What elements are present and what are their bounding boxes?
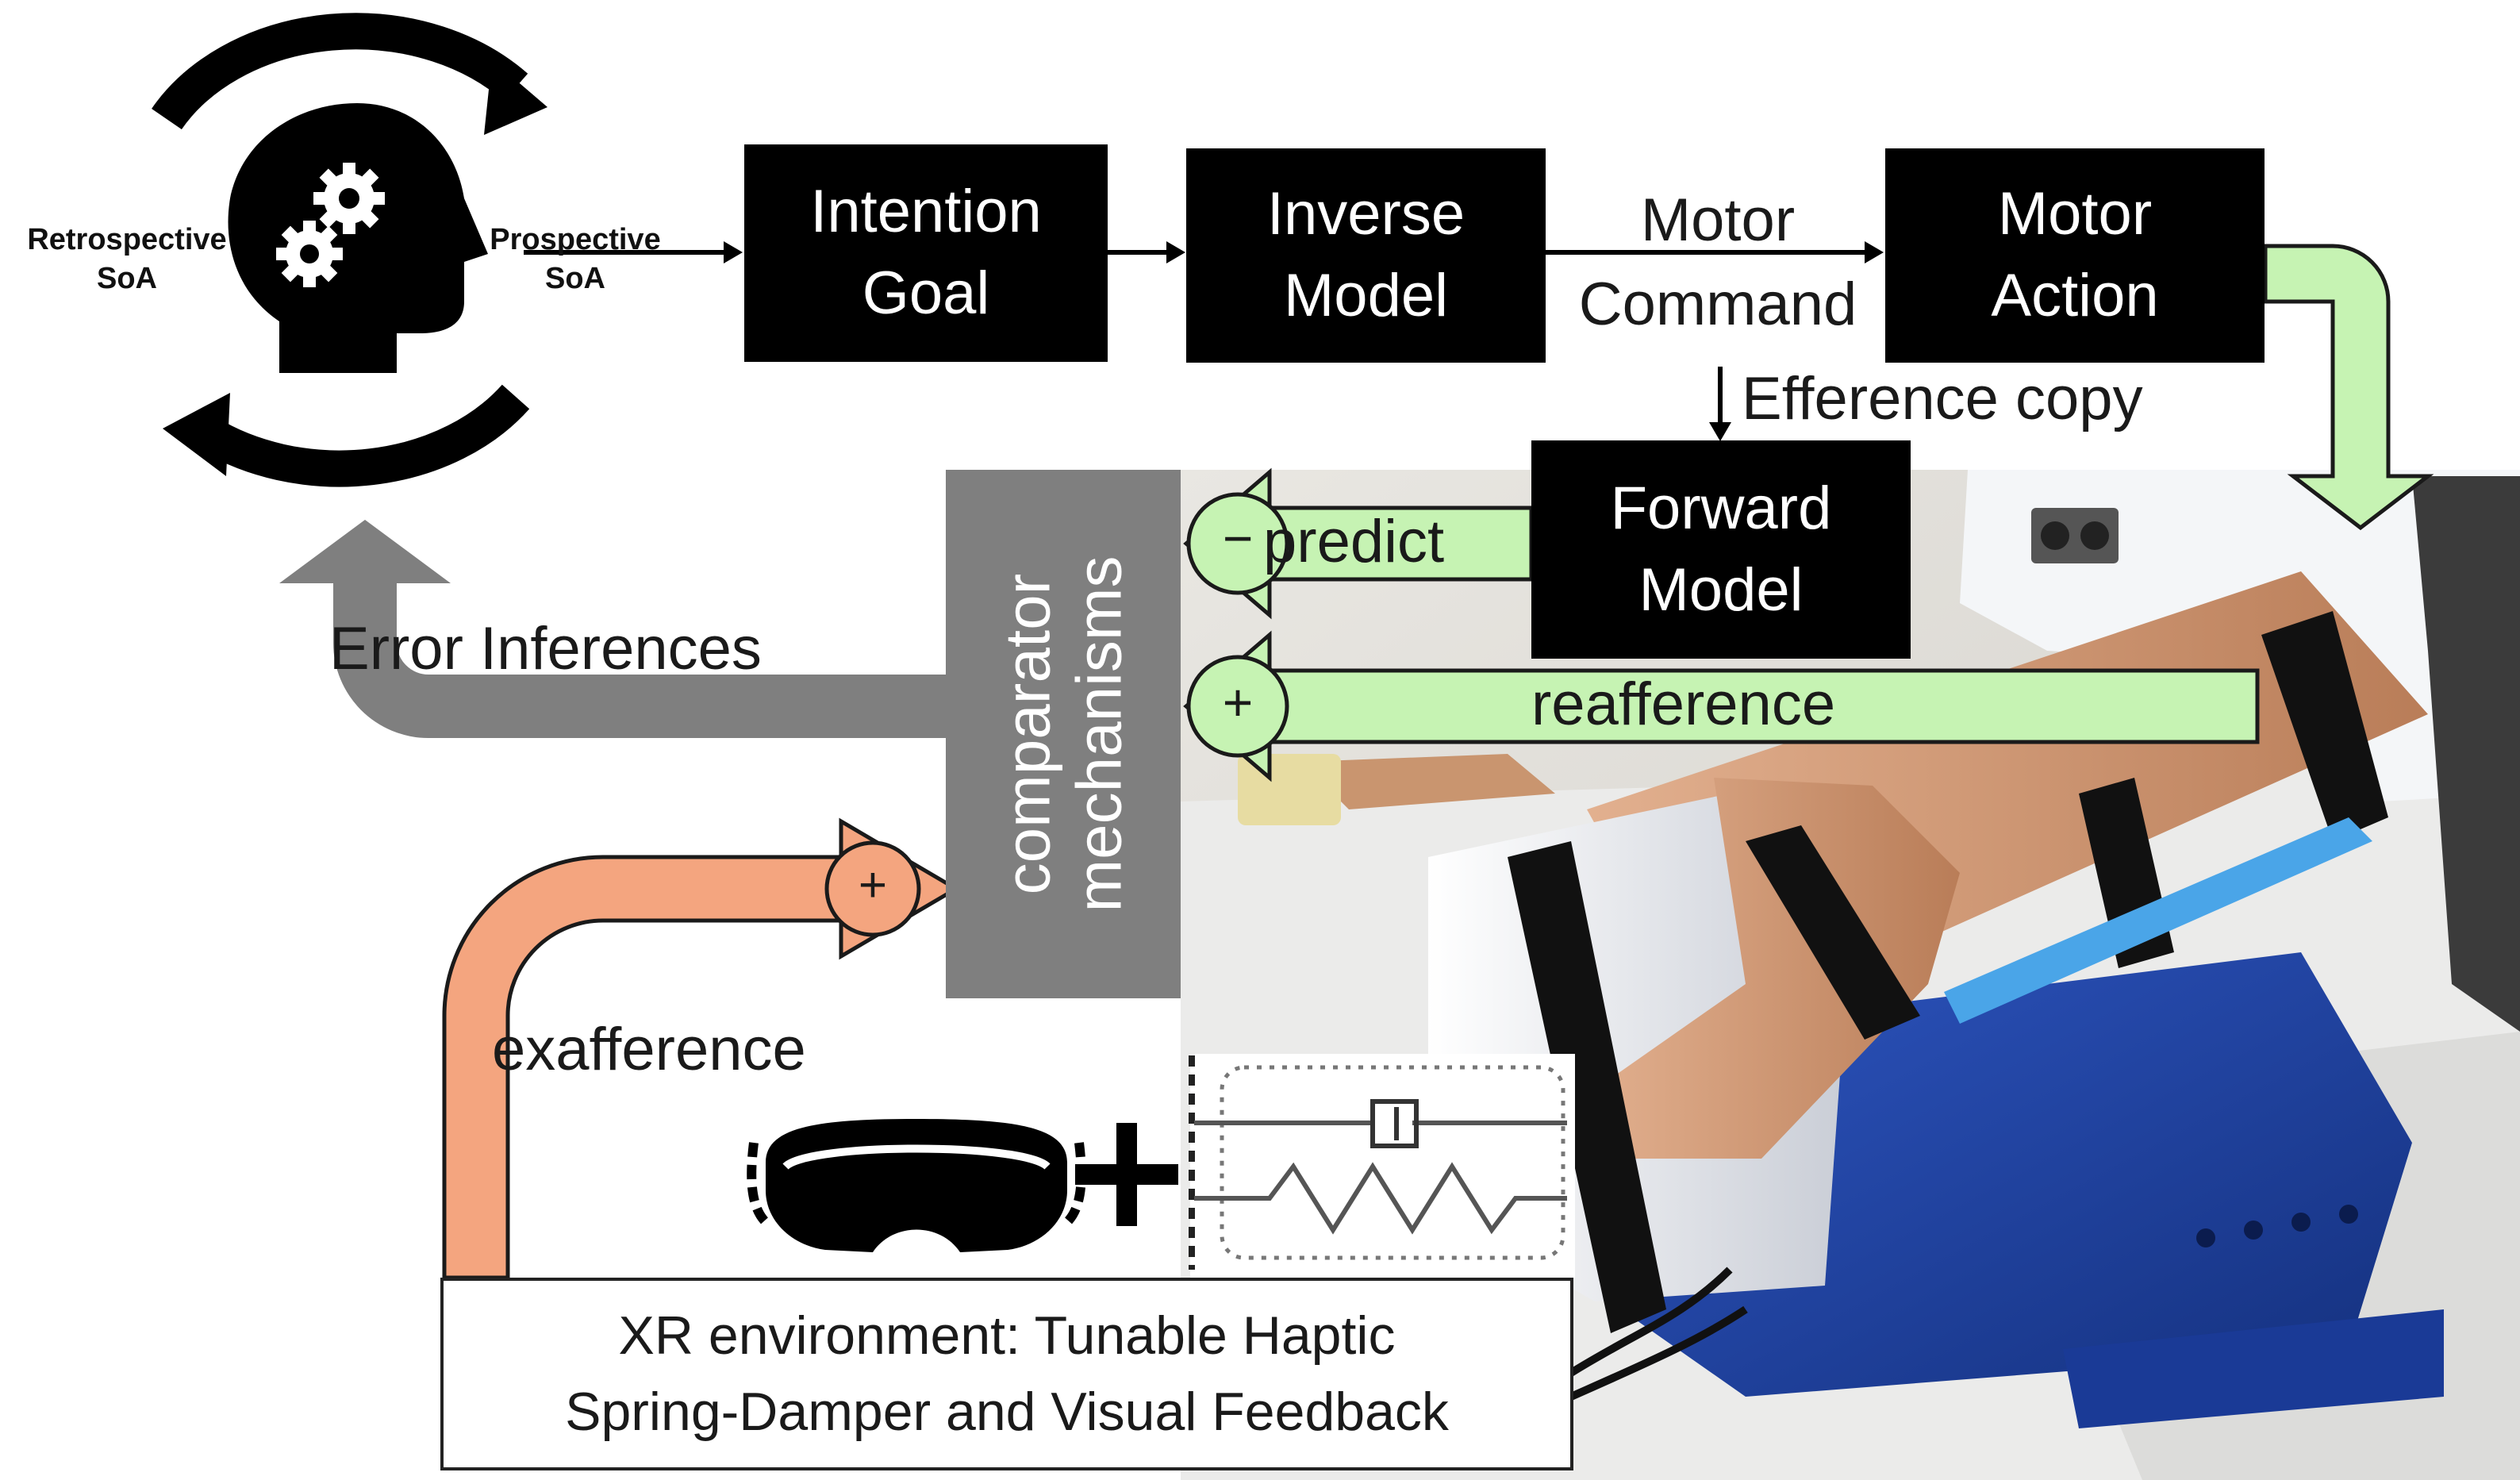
prospective-line-2: SoA [545,262,605,296]
predict-label: predict [1263,508,1445,575]
inverse-line-2: Model [1284,262,1448,329]
motor-action-green-arrow [2263,244,2434,531]
motor-action-block: Motor Action [1885,148,2265,363]
head-gears-icon [152,13,547,487]
motor-command-line-2: Command [1578,271,1857,339]
motor-action-line-1: Motor [1997,180,2153,248]
prospective-line-1: Prospective [490,223,661,256]
combine-plus-icon [1075,1123,1178,1226]
plus-sign-exafference: + [858,858,888,913]
plus-sign-reafference: + [1222,673,1254,732]
forward-line-1: Forward [1610,474,1832,542]
error-gray-arrow [279,520,946,738]
prospective-soa-label: Prospective SoA [468,221,682,299]
exafference-label: exafference [492,1016,806,1083]
comparator-label: comparator mechanisms [992,470,1134,998]
inverse-model-block: Inverse Model [1186,148,1546,363]
plus-circle-reafference [1186,655,1289,758]
retrospective-soa-label: Retrospective SoA [8,221,246,299]
error-inferences-label: Error Inferences [329,615,762,682]
retrospective-line-1: Retrospective [27,223,227,256]
reafference-label: reafference [1531,671,1836,738]
motor-action-line-2: Action [1991,262,2159,329]
motor-command-line-1: Motor [1640,186,1796,254]
minus-sign: − [1222,509,1254,567]
spring-damper-symbol [1189,1054,1575,1278]
retrospective-line-2: SoA [97,262,157,296]
caption-line-1: XR environment: Tunable Haptic [618,1305,1396,1367]
inverse-line-1: Inverse [1266,180,1466,248]
minus-circle [1186,492,1289,595]
efference-copy-label: Efference copy [1742,365,2143,432]
comparator-line-2: mechanisms [1063,555,1134,913]
comparator-line-1: comparator [992,573,1063,895]
motor-command-label: Motor Command [1551,179,1884,348]
intention-line-2: Goal [862,259,990,327]
plus-circle-exafference [824,840,921,937]
forward-model-block: Forward Model [1531,440,1911,659]
intention-goal-block: Intention Goal [744,144,1108,362]
xr-headset-icon [747,1119,1086,1252]
comparator-block [946,470,1181,998]
caption-line-2: Spring-Damper and Visual Feedback [565,1381,1449,1442]
flow-arrows [524,241,1884,441]
intention-line-1: Intention [810,178,1042,246]
xr-environment-caption: XR environment: Tunable Haptic Spring-Da… [440,1278,1573,1470]
forward-line-2: Model [1638,555,1804,624]
